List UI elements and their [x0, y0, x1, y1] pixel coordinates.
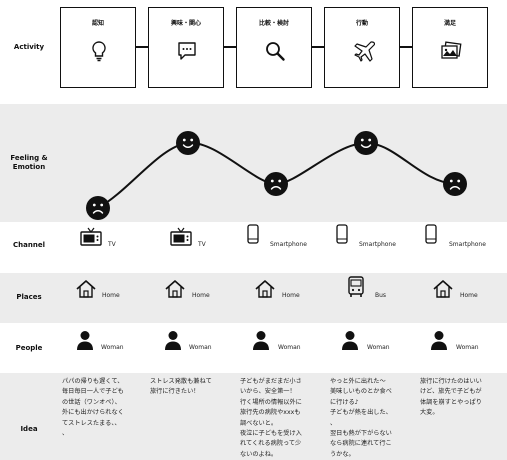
- stage-connector: [400, 46, 412, 48]
- place-label: Home: [192, 292, 210, 299]
- stage-connector: [224, 46, 236, 48]
- stage-card-interest: 興味・関心: [148, 7, 224, 88]
- sad-face-icon: [443, 172, 467, 196]
- person-icon: [431, 331, 447, 350]
- house-icon: [255, 280, 275, 298]
- person-icon: [253, 331, 269, 350]
- smartphone-icon: [336, 224, 348, 244]
- lightbulb-icon: [92, 41, 106, 62]
- house-icon: [165, 280, 185, 298]
- person-label: Woman: [278, 344, 301, 351]
- row-label-feeling-line2: Emotion: [12, 163, 46, 171]
- channel-label: TV: [108, 241, 116, 248]
- idea-text: 子どもがまだまだ小さ いから、安全第一！ 行く場所の情報以外に 旅行先の病院やx…: [240, 378, 302, 458]
- stage-title: 認知: [91, 20, 104, 27]
- tv-icon: [170, 227, 192, 246]
- place-label: Home: [282, 292, 300, 299]
- smartphone-icon: [425, 224, 437, 244]
- airplane-icon: [354, 41, 375, 62]
- happy-face-icon: [176, 131, 200, 155]
- stage-card-action: 行動: [324, 7, 400, 88]
- stage-card-comparison: 比較・検討: [236, 7, 312, 88]
- house-icon: [433, 280, 453, 298]
- person-icon: [165, 331, 181, 350]
- bus-icon: [348, 276, 364, 297]
- stage-title: 行動: [355, 20, 368, 27]
- sad-face-icon: [264, 172, 288, 196]
- house-icon: [76, 280, 96, 298]
- stage-connector: [136, 46, 148, 48]
- row-label-channel: Channel: [13, 241, 45, 249]
- row-label-feeling-line1: Feeling &: [10, 154, 48, 162]
- channel-label: Smartphone: [359, 241, 396, 248]
- smartphone-icon: [247, 224, 259, 244]
- photos-icon: [441, 41, 462, 59]
- stage-card-awareness: 認知: [60, 7, 136, 88]
- channel-label: Smartphone: [449, 241, 486, 248]
- channel-label: TV: [198, 241, 206, 248]
- happy-face-icon: [354, 131, 378, 155]
- place-label: Home: [102, 292, 120, 299]
- person-icon: [342, 331, 358, 350]
- row-label-people: People: [15, 344, 43, 352]
- feeling-band: [0, 104, 507, 222]
- place-label: Home: [460, 292, 478, 299]
- stage-card-satisfaction: 満足: [412, 7, 488, 88]
- stage-title: 比較・検討: [258, 20, 289, 27]
- idea-text: パパの帰りも遅くて、 毎日毎日一人で子ども の世話（ワンオペ）、 外にも出かけら…: [62, 378, 124, 438]
- chat-bubble-icon: [178, 42, 196, 60]
- place-label: Bus: [375, 292, 387, 299]
- channel-label: Smartphone: [270, 241, 307, 248]
- search-icon: [266, 42, 285, 61]
- stage-title: 満足: [443, 20, 456, 27]
- stage-connector: [312, 46, 324, 48]
- row-label-activity: Activity: [13, 43, 45, 51]
- idea-text: 旅行に行けたのはいい けど、旅先で子どもが 体調を崩すとやっぱり 大変。: [420, 378, 482, 417]
- idea-text: ストレス発散も兼ねて 旅行に行きたい！: [150, 378, 212, 396]
- row-label-feeling: Feeling & Emotion: [0, 154, 58, 172]
- idea-text: やっと外に出れた〜 美味しいものとか食べ に行ける♪ 子どもが熱を出した、 、 …: [330, 378, 392, 458]
- sad-face-icon: [86, 196, 110, 220]
- person-label: Woman: [189, 344, 212, 351]
- person-label: Woman: [367, 344, 390, 351]
- tv-icon: [80, 227, 102, 246]
- row-label-idea: Idea: [20, 425, 38, 433]
- person-label: Woman: [456, 344, 479, 351]
- row-label-places: Places: [16, 293, 42, 301]
- idea-band: [0, 373, 507, 460]
- person-icon: [77, 331, 93, 350]
- stage-title: 興味・関心: [170, 20, 201, 27]
- person-label: Woman: [101, 344, 124, 351]
